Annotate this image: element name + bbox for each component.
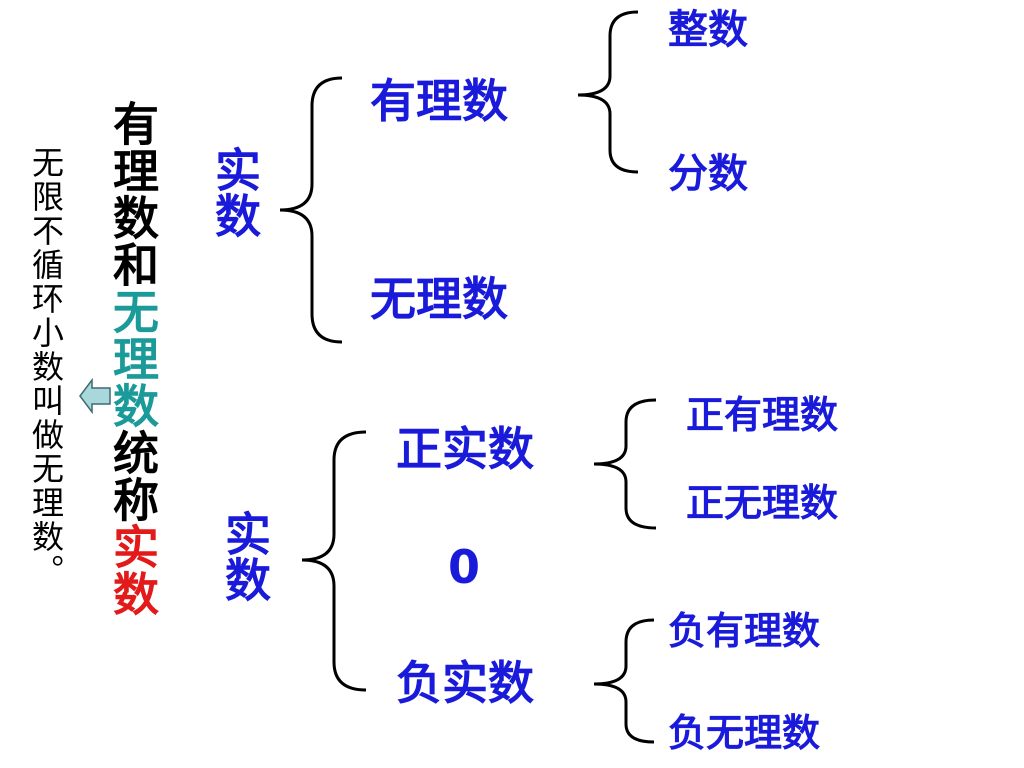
node-negative-irrational: 负无理数 [668, 711, 821, 755]
node-negative-rational: 负有理数 [668, 609, 821, 653]
brace-positive [593, 398, 657, 530]
tree2-root-real: 实数 [218, 510, 272, 602]
node-negative-real: 负实数 [396, 656, 534, 710]
node-fraction: 分数 [668, 151, 748, 197]
title-part-4: 实数 [106, 523, 160, 617]
brace-real-1 [279, 76, 343, 344]
node-rational: 有理数 [370, 74, 508, 128]
node-zero: 0 [448, 540, 481, 594]
node-irrational: 无理数 [370, 272, 508, 326]
definition-note: 无限不循环小数叫做无理数。 [27, 146, 65, 588]
node-positive-rational: 正有理数 [686, 393, 839, 437]
node-integer: 整数 [668, 7, 748, 53]
brace-negative [593, 618, 655, 744]
title-part-1: 有理数和 [106, 100, 160, 288]
tree1-root-real: 实数 [208, 146, 262, 238]
brace-real-2 [301, 430, 367, 692]
title-part-3: 统称 [106, 429, 160, 523]
main-title: 有理数和无理数统称实数 [106, 100, 160, 617]
node-positive-irrational: 正无理数 [686, 481, 839, 525]
brace-rational [577, 10, 639, 174]
node-positive-real: 正实数 [396, 422, 534, 476]
title-part-2: 无理数 [106, 288, 160, 429]
left-arrow-icon [79, 377, 111, 415]
